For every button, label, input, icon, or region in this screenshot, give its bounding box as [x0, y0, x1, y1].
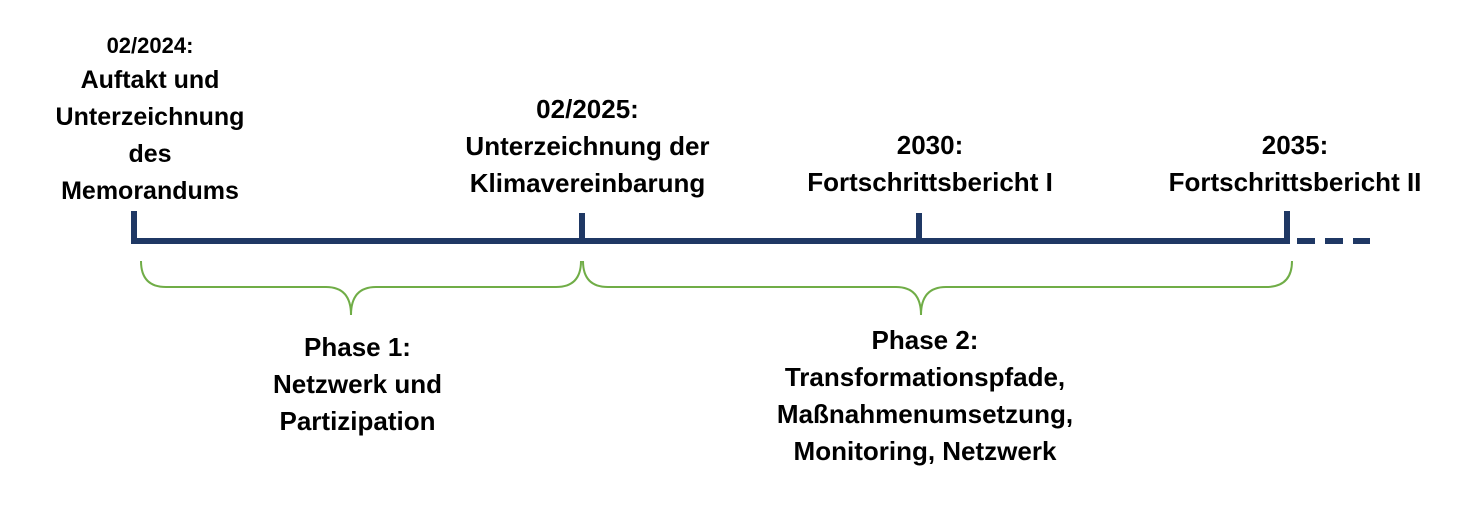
phase-title: Phase 1:: [304, 332, 411, 362]
milestone-date: 2030:: [896, 130, 964, 160]
milestone-text-line: Fortschrittsbericht I: [807, 167, 1053, 197]
phase-text-line: Partizipation: [279, 406, 436, 436]
phase-2-brace: [582, 260, 1293, 316]
phase-text-line: Monitoring, Netzwerk: [793, 436, 1057, 466]
milestone-text-line: Auftakt und: [80, 66, 220, 94]
milestone-date: 02/2025:: [536, 94, 639, 124]
milestone-text-line: Klimavereinbarung: [469, 168, 706, 198]
phase-title: Phase 2:: [871, 325, 979, 355]
phase-text-line: Maßnahmenumsetzung,: [776, 399, 1074, 429]
milestone-text-line: Memorandums: [61, 177, 239, 205]
phase-text-line: Netzwerk und: [272, 369, 443, 399]
phase-text-line: Transformationspfade,: [784, 362, 1066, 392]
milestone-date: 02/2024:: [106, 33, 194, 58]
milestone-text-line: Unterzeichnung: [55, 103, 245, 131]
phase-2-label: Phase 2: Transformationspfade, Maßnahmen…: [740, 322, 1110, 470]
milestone-date: 2035:: [1261, 130, 1329, 160]
milestone-text-line: Unterzeichnung der: [465, 131, 710, 161]
milestone-2030-label: 2030: Fortschrittsbericht I: [780, 127, 1080, 201]
milestone-text-line: Fortschrittsbericht II: [1168, 167, 1422, 197]
milestone-2025-label: 02/2025: Unterzeichnung der Klimavereinb…: [440, 91, 735, 202]
milestone-text-line: des: [128, 140, 172, 168]
milestone-2035-label: 2035: Fortschrittsbericht II: [1145, 127, 1445, 201]
phase-1-label: Phase 1: Netzwerk und Partizipation: [230, 329, 485, 440]
milestone-2024-label: 02/2024: Auftakt und Unterzeichnung des …: [20, 29, 280, 210]
phase-1-brace: [140, 260, 582, 316]
